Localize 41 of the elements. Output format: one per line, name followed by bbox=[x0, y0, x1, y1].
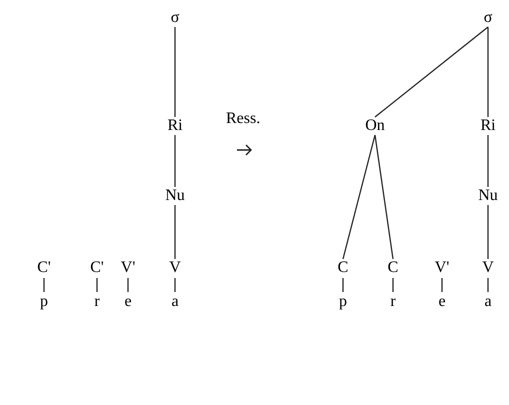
tree-node-label: Nu bbox=[477, 188, 499, 204]
tree-node-label: V' bbox=[120, 260, 136, 276]
tree-branch bbox=[174, 27, 176, 117]
tree-node-label: C bbox=[386, 260, 400, 276]
tree-node-label: C bbox=[336, 260, 350, 276]
tree-node-label: p bbox=[39, 294, 49, 310]
tree-node-label: p bbox=[338, 294, 348, 310]
rule-label: Ress. bbox=[226, 111, 260, 127]
tree-branch bbox=[441, 278, 443, 292]
tree-node-label: a bbox=[483, 294, 493, 310]
tree-branch bbox=[174, 205, 176, 259]
tree-branch bbox=[342, 278, 344, 292]
tree-node-label: C' bbox=[89, 260, 105, 276]
tree-branch bbox=[342, 134, 376, 260]
tree-node-label: σ bbox=[482, 10, 494, 26]
tree-node-label: r bbox=[93, 294, 101, 310]
tree-node-label: Nu bbox=[164, 188, 186, 204]
tree-node-label: C' bbox=[36, 260, 52, 276]
tree-branch bbox=[96, 278, 98, 292]
tree-node-label: Ri bbox=[166, 118, 184, 134]
tree-node-label: r bbox=[389, 294, 397, 310]
tree-branch bbox=[487, 205, 489, 259]
tree-node-label: Ri bbox=[479, 118, 497, 134]
tree-branch bbox=[487, 135, 489, 187]
tree-node-label: e bbox=[123, 294, 133, 310]
tree-node-label: On bbox=[364, 118, 386, 134]
tree-node-label: σ bbox=[170, 10, 180, 26]
tree-branch bbox=[43, 278, 45, 292]
tree-branch bbox=[374, 134, 394, 260]
tree-branch bbox=[174, 278, 176, 292]
tree-branch bbox=[487, 278, 489, 292]
tree-node-label: V bbox=[481, 260, 495, 276]
tree-branch bbox=[374, 26, 488, 118]
tree-branch bbox=[127, 278, 129, 292]
tree-node-label: e bbox=[437, 294, 447, 310]
tree-node-label: V bbox=[168, 260, 182, 276]
tree-branch bbox=[487, 27, 489, 117]
tree-node-label: V' bbox=[434, 260, 450, 276]
tree-branch bbox=[174, 135, 176, 187]
tree-branch bbox=[392, 278, 394, 292]
tree-node-label: a bbox=[170, 294, 180, 310]
